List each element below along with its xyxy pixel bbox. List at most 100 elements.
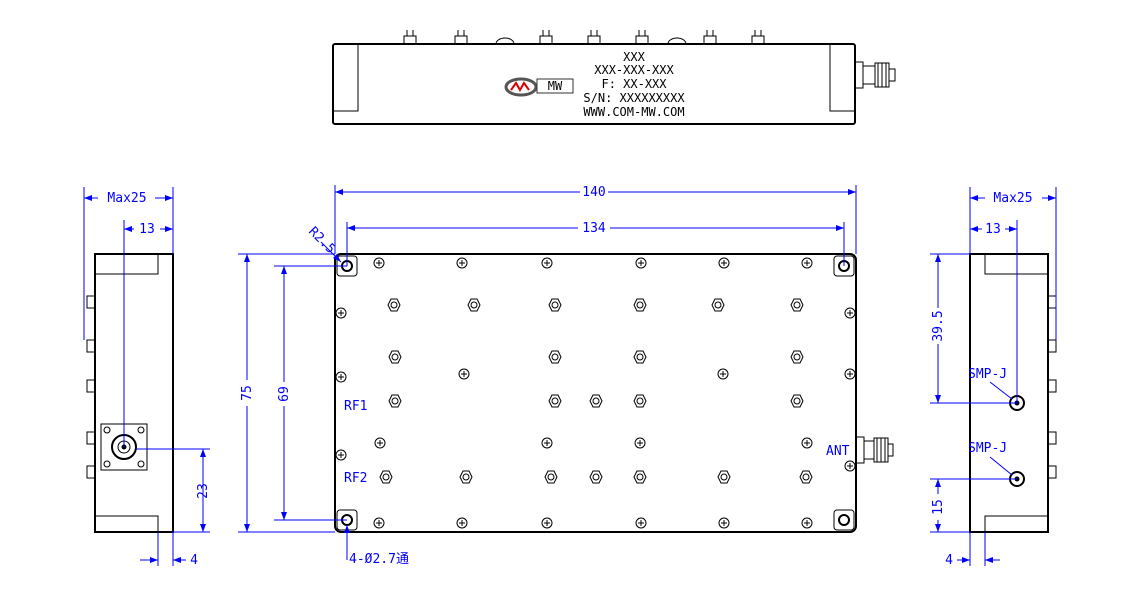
- tuning-screw: [459, 470, 473, 484]
- screw: [456, 517, 468, 529]
- top-pin: [635, 30, 649, 45]
- smp-label-1: SMP-J: [968, 367, 1007, 382]
- right-side-pins: [1047, 295, 1057, 479]
- dim-15: 15: [931, 499, 946, 515]
- top-pin: [587, 30, 601, 45]
- tuning-screw: [633, 470, 647, 484]
- tuning-screw: [387, 298, 401, 312]
- top-pin: [403, 30, 417, 45]
- ant-sma-connector: [855, 436, 894, 464]
- dim-4-right: 4: [945, 553, 953, 568]
- dim-r2-5: R2.5: [305, 224, 338, 257]
- screw: [717, 368, 729, 380]
- tuning-screw: [544, 470, 558, 484]
- label-line-3: F: XX-XXX: [601, 77, 667, 91]
- screw: [801, 257, 813, 269]
- screw: [801, 517, 813, 529]
- dim-max25-left: Max25: [107, 191, 146, 206]
- front-dimensions: 140 134 R2.5 75 69 4-Ø2.7通: [238, 185, 857, 567]
- screw: [541, 517, 553, 529]
- tuning-screw: [548, 298, 562, 312]
- top-connectors: [403, 30, 765, 45]
- tuning-screw: [548, 350, 562, 364]
- top-end-steps: [333, 44, 855, 112]
- dim-13-left: 13: [139, 222, 155, 237]
- label-line-2: XXX-XXX-XXX: [594, 63, 674, 77]
- left-body-steps: [95, 254, 159, 532]
- tuning-screw: [790, 298, 804, 312]
- dim-13-right: 13: [985, 222, 1001, 237]
- tuning-screw: [467, 298, 481, 312]
- corner-mounting-holes: [336, 255, 855, 531]
- left-body: [94, 253, 174, 533]
- dim-4-left: 4: [190, 553, 198, 568]
- right-side-view: SMP-J SMP-J: [968, 253, 1057, 533]
- dim-134: 134: [582, 221, 606, 236]
- dim-140: 140: [582, 185, 605, 200]
- screw: [373, 257, 385, 269]
- label-line-4: S/N: XXXXXXXXX: [583, 91, 685, 105]
- tuning-screw: [633, 350, 647, 364]
- tuning-screw: [717, 470, 731, 484]
- tuning-screw: [711, 298, 725, 312]
- dim-max25-right: Max25: [993, 191, 1032, 206]
- tuning-screw: [790, 350, 804, 364]
- top-pin: [539, 30, 553, 45]
- front-left-edge-screws: [335, 307, 856, 472]
- screw: [458, 368, 470, 380]
- label-block: XXX XXX-XXX-XXX F: XX-XXX S/N: XXXXXXXXX…: [583, 50, 685, 119]
- dim-75: 75: [240, 385, 255, 401]
- screw: [541, 437, 553, 449]
- screw: [456, 257, 468, 269]
- screw: [635, 517, 647, 529]
- right-body-steps: [984, 254, 1048, 532]
- screw: [718, 517, 730, 529]
- tuning-screw: [388, 394, 402, 408]
- top-pin: [454, 30, 468, 45]
- tuning-screw: [799, 470, 813, 484]
- company-logo: MW: [504, 77, 574, 97]
- tuning-screw: [790, 394, 804, 408]
- tuning-screw: [633, 298, 647, 312]
- label-line-1: XXX: [623, 50, 645, 64]
- top-view: MW XXX XXX-XXX-XXX F: XX-XXX S/N: XXXXXX…: [332, 30, 896, 125]
- tuning-screw: [633, 394, 647, 408]
- port-label-rf2: RF2: [344, 471, 367, 486]
- screw: [634, 437, 646, 449]
- screw: [801, 437, 813, 449]
- tuning-screw: [379, 470, 393, 484]
- port-label-ant: ANT: [826, 444, 850, 459]
- dim-39-5: 39.5: [931, 310, 946, 341]
- top-screw-head: [495, 37, 515, 45]
- dim-holes: 4-Ø2.7通: [349, 552, 409, 567]
- screw: [718, 257, 730, 269]
- left-side-pins: [86, 295, 96, 479]
- left-side-view: [86, 253, 174, 533]
- smp-label-2: SMP-J: [968, 441, 1007, 456]
- screw: [635, 257, 647, 269]
- right-body: [969, 253, 1049, 533]
- label-line-5: WWW.COM-MW.COM: [583, 105, 684, 119]
- port-label-rf1: RF1: [344, 399, 367, 414]
- top-sma-connector: [854, 61, 896, 89]
- top-pin: [751, 30, 765, 45]
- front-body: [334, 253, 857, 533]
- tuning-screw: [589, 394, 603, 408]
- screw: [374, 437, 386, 449]
- screw: [373, 517, 385, 529]
- front-cross-screws: [373, 257, 813, 529]
- dim-23: 23: [196, 483, 211, 499]
- top-screw-head: [667, 37, 687, 45]
- front-view: RF1 RF2 ANT: [334, 253, 894, 533]
- screw: [541, 257, 553, 269]
- top-pin: [703, 30, 717, 45]
- front-tuning-screws: [379, 298, 813, 484]
- tuning-screw: [388, 350, 402, 364]
- tuning-screw: [589, 470, 603, 484]
- right-dimensions: Max25 13 39.5 15 4: [930, 187, 1057, 568]
- logo-text: MW: [548, 79, 563, 93]
- dim-69: 69: [277, 386, 292, 402]
- tuning-screw: [548, 394, 562, 408]
- left-dimensions: Max25 13 23 4: [83, 187, 211, 568]
